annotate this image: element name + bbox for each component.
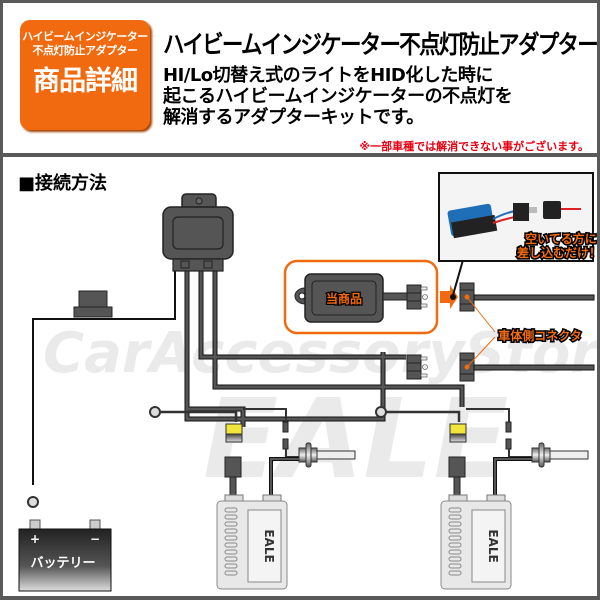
header: ハイビームインジケーター 不点灯防止アダプター 商品詳細 ハイビームインジケータ… [3,3,599,153]
description-line: HI/Lo切替え式のライトをHID化した時に [163,65,493,86]
watermark: CarAccessoryStore EALE [43,321,597,503]
product-highlight: 当商品 [283,259,439,335]
photo-callout-line2: 差し込むだけ！ [516,245,597,260]
ballast-brand: EALE [262,529,276,562]
disclaimer-note: ※一部車種では解消できない事がございます。 [359,140,589,153]
hid-set-left: EALE [149,406,356,590]
description-line: 起こるハイビームインジケーターの不点灯を [163,86,513,107]
description: HI/Lo切替え式のライトをHID化した時に 起こるハイビームインジケーターの不… [163,65,513,128]
fuse-box [73,290,113,318]
battery-minus-icon: − [90,532,100,546]
product-detail-badge: ハイビームインジケーター 不点灯防止アダプター 商品詳細 [20,20,150,130]
badge-line2: 不点灯防止アダプター [32,44,139,57]
photo-callout-line1: 空いてる方に [525,231,597,246]
vehicle-connector-label: 車体側コネクタ [498,328,582,343]
h4-plug [406,354,428,380]
diagram-canvas: CarAccessoryStore EALE ■接続方法 [18,172,597,592]
battery-label: バッテリー [30,556,95,571]
hid-set-right: EALE [375,406,589,590]
badge-line1: ハイビームインジケーター [22,30,148,43]
ballast-brand: EALE [486,529,500,562]
battery-plus-icon: + [30,532,40,546]
badge-line3: 商品詳細 [33,66,138,97]
vehicle-connectors: 車体側コネクタ [459,282,595,382]
battery: + − バッテリー [18,496,112,592]
product-label: 当商品 [326,291,362,306]
product-photo: 空いてる方に 差し込むだけ！ [438,172,597,296]
description-line: 解消するアダプターキットです。 [163,107,424,128]
connection-diagram: CarAccessoryStore EALE ■接続方法 [3,157,597,596]
wires [32,269,465,485]
relay-box [162,193,234,272]
page-title: ハイビームインジケーター不点灯防止アダプター [163,30,599,59]
section-title: ■接続方法 [18,172,107,194]
